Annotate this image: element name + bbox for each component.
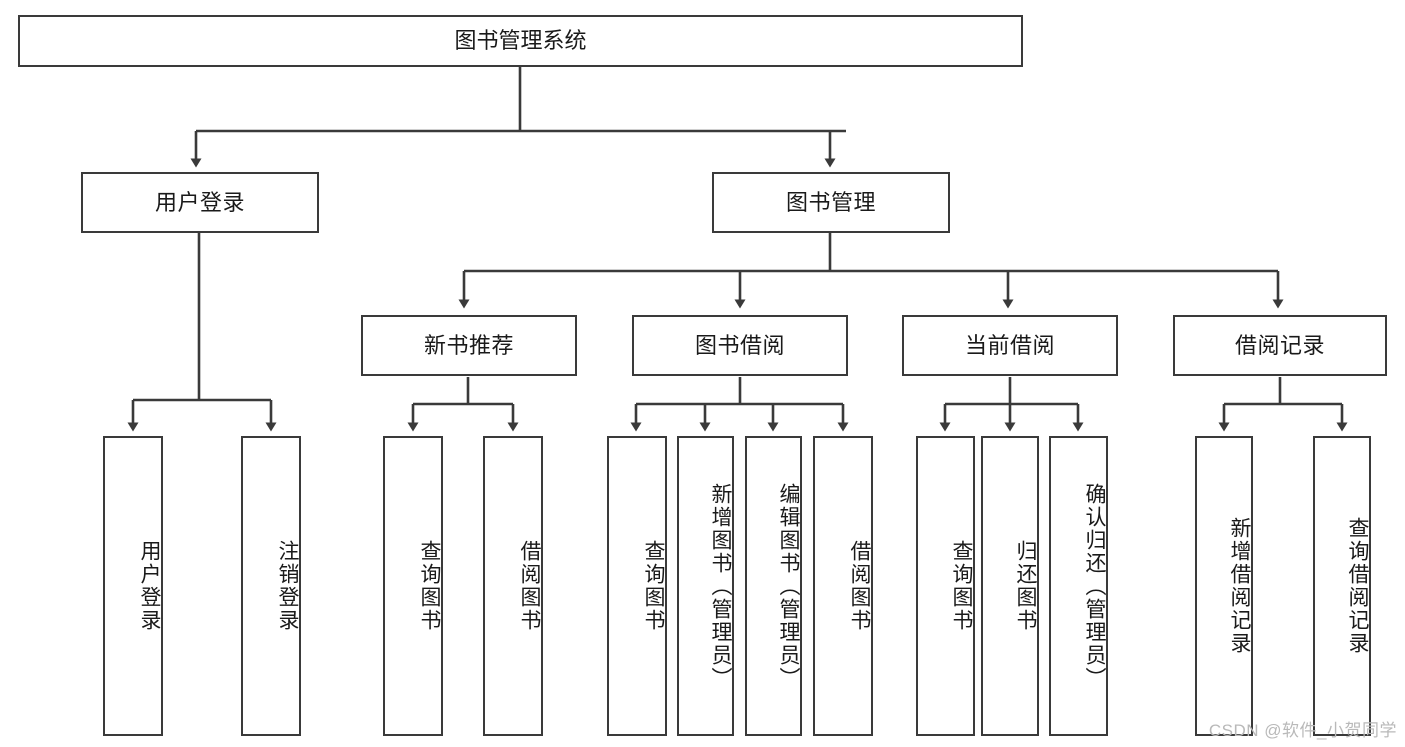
leaf-borrow-record-query[interactable]: 查询借阅记录 xyxy=(1313,436,1371,736)
leaf-book-borrow-edit[interactable]: 编辑图书（管理员） xyxy=(745,436,802,736)
node-user-login[interactable]: 用户登录 xyxy=(81,172,319,233)
leaf-new-book-query[interactable]: 查询图书 xyxy=(383,436,443,736)
leaf-current-borrow-query[interactable]: 查询图书 xyxy=(916,436,975,736)
node-label: 借阅图书 xyxy=(848,540,871,632)
node-label: 归还图书 xyxy=(1014,540,1037,632)
leaf-book-borrow-query[interactable]: 查询图书 xyxy=(607,436,667,736)
node-root-system[interactable]: 图书管理系统 xyxy=(18,15,1023,67)
node-label: 查询图书 xyxy=(418,540,441,632)
node-label: 新增图书（管理员） xyxy=(709,482,732,690)
node-label: 新增借阅记录 xyxy=(1228,517,1251,655)
node-label: 查询图书 xyxy=(642,540,665,632)
node-label: 用户登录 xyxy=(154,189,245,215)
leaf-current-borrow-return[interactable]: 归还图书 xyxy=(981,436,1039,736)
node-label: 当前借阅 xyxy=(964,332,1055,358)
watermark: CSDN @软件_小贺同学 xyxy=(1208,721,1397,740)
node-label: 用户登录 xyxy=(138,540,161,632)
node-label: 图书借阅 xyxy=(694,332,785,358)
node-label: 注销登录 xyxy=(276,540,299,632)
node-label: 编辑图书（管理员） xyxy=(777,482,800,690)
leaf-user-login-login[interactable]: 用户登录 xyxy=(103,436,163,736)
node-book-management[interactable]: 图书管理 xyxy=(712,172,950,233)
leaf-book-borrow-borrow[interactable]: 借阅图书 xyxy=(813,436,873,736)
node-current-borrow[interactable]: 当前借阅 xyxy=(902,315,1118,376)
node-label: 借阅图书 xyxy=(518,540,541,632)
node-label: 新书推荐 xyxy=(423,332,514,358)
leaf-borrow-record-add[interactable]: 新增借阅记录 xyxy=(1195,436,1253,736)
node-book-borrow[interactable]: 图书借阅 xyxy=(632,315,848,376)
leaf-book-borrow-add[interactable]: 新增图书（管理员） xyxy=(677,436,734,736)
node-label: 借阅记录 xyxy=(1234,332,1325,358)
node-label: 查询图书 xyxy=(950,540,973,632)
leaf-new-book-borrow[interactable]: 借阅图书 xyxy=(483,436,543,736)
node-new-book-recommend[interactable]: 新书推荐 xyxy=(361,315,577,376)
node-label: 确认归还（管理员） xyxy=(1083,482,1106,690)
node-label: 查询借阅记录 xyxy=(1346,517,1369,655)
node-borrow-record[interactable]: 借阅记录 xyxy=(1173,315,1387,376)
node-label: 图书管理 xyxy=(785,189,876,215)
leaf-current-borrow-confirm-return[interactable]: 确认归还（管理员） xyxy=(1049,436,1108,736)
leaf-user-login-logout[interactable]: 注销登录 xyxy=(241,436,301,736)
node-label: 图书管理系统 xyxy=(454,28,587,54)
